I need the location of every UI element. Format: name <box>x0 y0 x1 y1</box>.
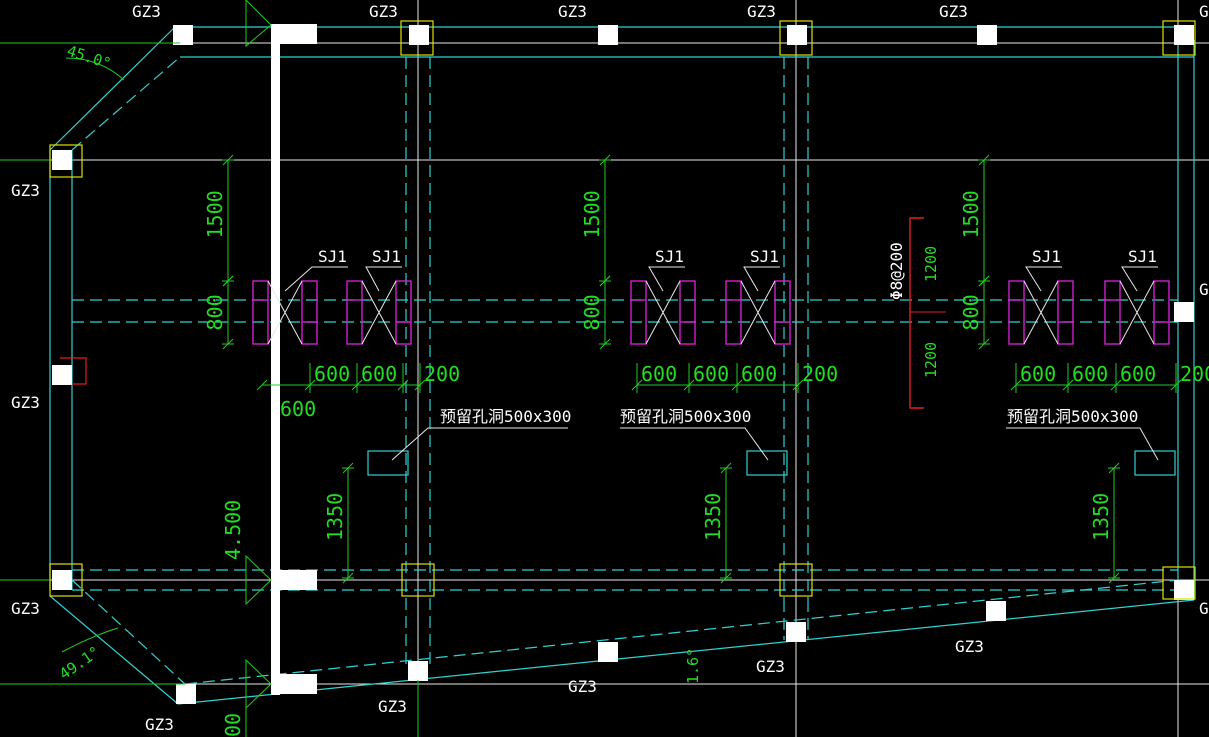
rebar-note: Φ8@200 <box>887 242 906 300</box>
opening-cross <box>1023 280 1059 345</box>
opening-jamb <box>679 280 696 345</box>
dimension-label: 800 <box>203 294 227 330</box>
opening-leader <box>365 266 402 292</box>
dimension-label: 600 <box>361 362 397 386</box>
column-label: GZ3 <box>369 2 398 21</box>
opening-note: 预留孔洞500x300 <box>440 407 571 426</box>
dimension-label: 600 <box>1120 362 1156 386</box>
column-label-cut: G <box>1199 599 1209 618</box>
dim-cut-label: 00 <box>221 713 245 737</box>
dimension-label: 200 <box>424 362 460 386</box>
opening-jamb <box>252 280 269 345</box>
column-label-cut: G <box>1199 2 1209 21</box>
dimension-label: 1500 <box>203 190 227 238</box>
column-label: GZ3 <box>11 599 40 618</box>
opening-label: SJ1 <box>372 247 401 266</box>
opening-label: SJ1 <box>750 247 779 266</box>
dimension-label: 600 <box>314 362 350 386</box>
dimension-label: 600 <box>741 362 777 386</box>
column-label: GZ3 <box>558 2 587 21</box>
opening-cross <box>645 280 681 345</box>
opening-jamb <box>346 280 363 345</box>
opening-leader <box>1121 266 1158 292</box>
opening-label: SJ1 <box>318 247 347 266</box>
opening-jamb <box>1057 280 1074 345</box>
dimension-label: 600 <box>1020 362 1056 386</box>
dimension-label: 800 <box>580 294 604 330</box>
opening-jamb <box>774 280 791 345</box>
opening-cross <box>740 280 776 345</box>
reserved-holes <box>367 427 1176 476</box>
opening-label: SJ1 <box>1128 247 1157 266</box>
opening-jamb <box>301 280 318 345</box>
opening-jamb <box>1008 280 1025 345</box>
openings-group: SJ1 SJ1 SJ1 SJ1 SJ1 SJ1 <box>252 247 1170 345</box>
opening-note: 预留孔洞500x300 <box>620 407 751 426</box>
dimension-label: 1350 <box>1089 493 1113 541</box>
opening-cross <box>361 280 397 345</box>
column-label: GZ3 <box>378 697 407 716</box>
opening-note: 预留孔洞500x300 <box>1007 407 1138 426</box>
dimension-label: 1500 <box>959 190 983 238</box>
opening-jamb <box>395 280 412 345</box>
opening-jamb <box>725 280 742 345</box>
rebar-range <box>909 217 946 409</box>
rebar-marker <box>60 357 87 385</box>
dimension-label: 600 <box>693 362 729 386</box>
dimension-label: 800 <box>959 294 983 330</box>
column-label: GZ3 <box>955 637 984 656</box>
column-label: GZ3 <box>568 677 597 696</box>
shear-wall <box>271 25 280 695</box>
column-label: GZ3 <box>756 657 785 676</box>
section-markers <box>245 0 272 710</box>
column-label: GZ3 <box>939 2 968 21</box>
opening-label: SJ1 <box>1032 247 1061 266</box>
opening-leader <box>648 266 685 292</box>
angle-45-label: 45.0° <box>65 42 114 73</box>
columns <box>49 20 1196 704</box>
opening-jamb <box>1104 280 1121 345</box>
reserved-hole <box>1134 450 1176 476</box>
column-label: GZ3 <box>747 2 776 21</box>
grid-axes-green <box>0 42 419 737</box>
dimension-label: 600 <box>641 362 677 386</box>
dimension-label: 600 <box>1072 362 1108 386</box>
column-label: GZ3 <box>132 2 161 21</box>
dim-1200-lower: 1200 <box>922 342 940 378</box>
dimension-label: 200 <box>802 362 838 386</box>
opening-jamb <box>630 280 647 345</box>
dimension-label: 200 <box>1180 362 1209 386</box>
opening-leader <box>743 266 780 292</box>
opening-jamb <box>1153 280 1170 345</box>
angle-49-label: 49.1° <box>56 643 103 684</box>
opening-cross <box>1119 280 1155 345</box>
dimension-label: 1500 <box>580 190 604 238</box>
opening-cross <box>267 280 303 345</box>
dimension-label: 600 <box>280 397 316 421</box>
dim-1200-upper: 1200 <box>922 246 940 282</box>
reserved-hole <box>367 450 409 476</box>
dimension-label: 1350 <box>323 493 347 541</box>
angle-1-6-label: 1.6° <box>684 648 702 684</box>
dimension-label: 1350 <box>701 493 725 541</box>
column-label: GZ3 <box>11 393 40 412</box>
column-label-cut: G <box>1199 280 1209 299</box>
opening-leader <box>284 266 348 292</box>
column-label: GZ3 <box>11 181 40 200</box>
dimension-group: 1500 800 1500 800 1500 800 1350 1350 1350 600 600 2… <box>203 154 1209 584</box>
reserved-hole <box>746 450 788 476</box>
column-label: GZ3 <box>145 715 174 734</box>
opening-label: SJ1 <box>655 247 684 266</box>
dimension-tick <box>256 379 268 391</box>
opening-leader <box>1025 266 1062 292</box>
elevation-label: 4.500 <box>221 500 245 560</box>
angle-markers <box>61 57 125 653</box>
